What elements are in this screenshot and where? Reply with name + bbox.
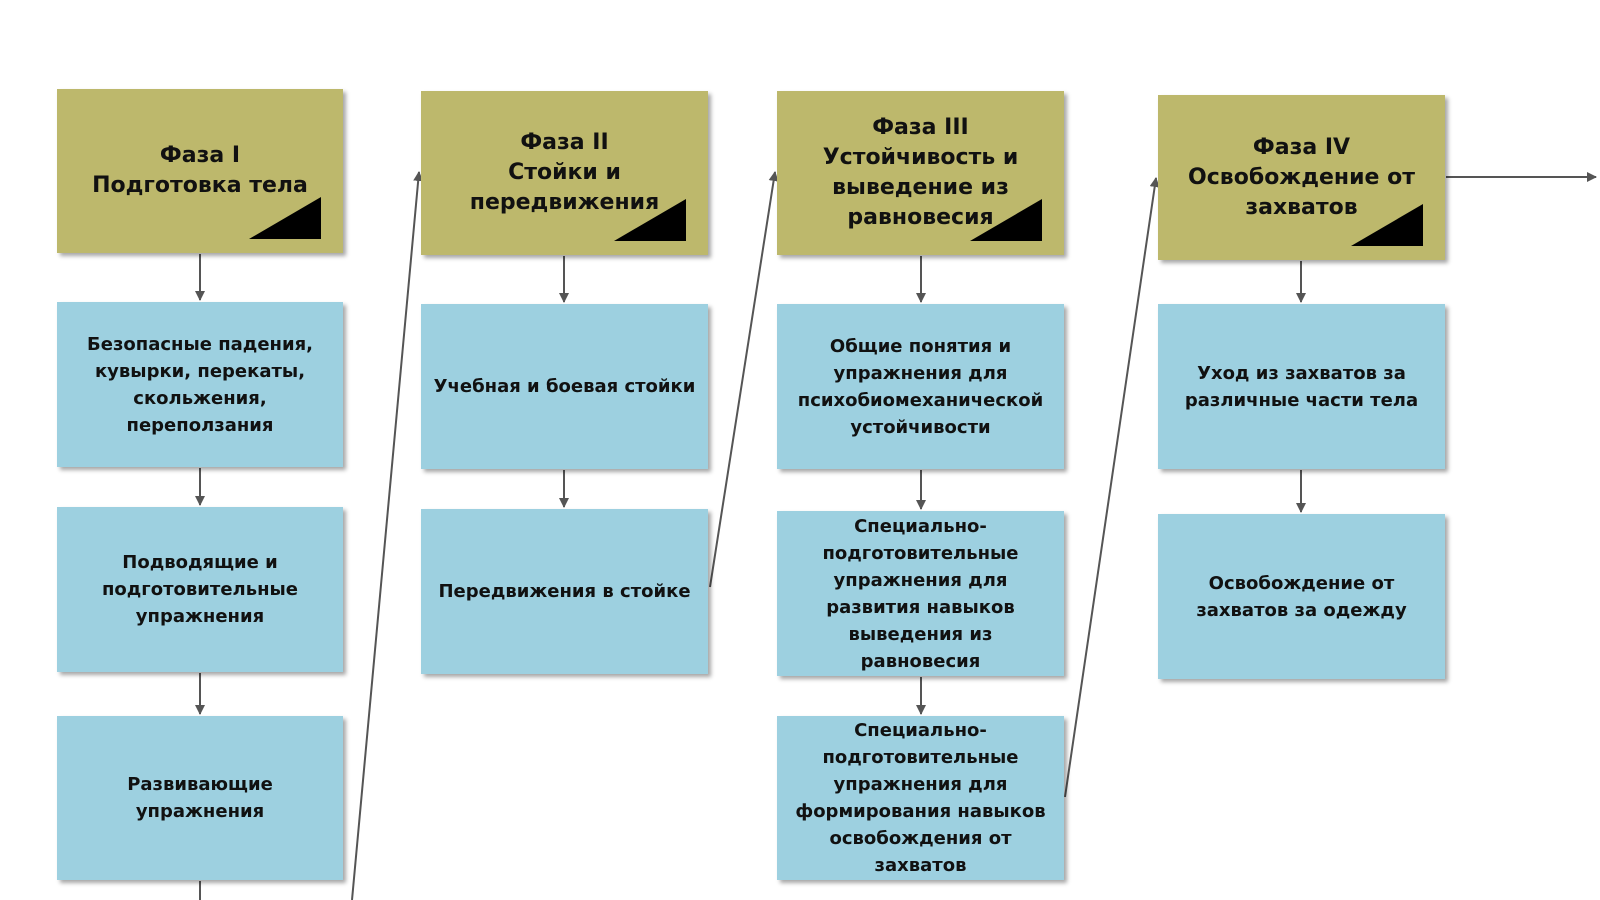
phase-1-title: Фаза I Подготовка тела (92, 143, 308, 198)
phase-3-title: Фаза III Устойчивость и выведение из рав… (822, 115, 1019, 230)
phase-3-step-1-box: Общие понятия и упражнения для психобиом… (777, 304, 1064, 469)
phase-1-step-1-box: Безопасные падения, кувырки, перекаты, с… (57, 302, 343, 467)
corner-triangle-icon (970, 199, 1042, 241)
phase-4-step-2-box: Освобождение от захватов за одежду (1158, 514, 1445, 679)
phase-1-step-3-label: Развивающие упражнения (127, 774, 273, 822)
phase-2-step-1-box: Учебная и боевая стойки (421, 304, 708, 469)
corner-triangle-icon (614, 199, 686, 241)
phase-3-step-1-label: Общие понятия и упражнения для психобиом… (797, 335, 1044, 438)
connector-arrow (351, 171, 424, 900)
phase-4-step-2-label: Освобождение от захватов за одежду (1196, 572, 1407, 621)
phase-3-step-3-box: Специально- подготовительные упражнения … (777, 716, 1064, 880)
connector-arrow (1064, 177, 1160, 798)
phase-1-step-3-box: Развивающие упражнения (57, 716, 343, 880)
phase-3-step-3-label: Специально- подготовительные упражнения … (795, 720, 1046, 876)
phase-2-box: Фаза II Стойки и передвижения (421, 91, 708, 255)
phase-1-step-1-label: Безопасные падения, кувырки, перекаты, с… (87, 333, 313, 436)
phase-3-box: Фаза III Устойчивость и выведение из рав… (777, 91, 1064, 255)
phase-2-step-2-label: Передвижения в стойке (438, 581, 691, 602)
phase-2-title: Фаза II Стойки и передвижения (469, 130, 660, 215)
corner-triangle-icon (1351, 204, 1423, 246)
phase-1-box: Фаза I Подготовка тела (57, 89, 343, 253)
phase-3-step-2-label: Специально- подготовительные упражнения … (822, 515, 1019, 672)
phase-1-step-2-label: Подводящие и подготовительные упражнения (101, 552, 299, 627)
connector-arrow (709, 171, 779, 588)
phase-2-step-2-box: Передвижения в стойке (421, 509, 708, 674)
phase-4-box: Фаза IV Освобождение от захватов (1158, 95, 1445, 260)
corner-triangle-icon (249, 197, 321, 239)
phase-4-step-1-label: Уход из захватов за различные части тела (1184, 362, 1419, 411)
phase-3-step-2-box: Специально- подготовительные упражнения … (777, 511, 1064, 676)
phase-2-step-1-label: Учебная и боевая стойки (433, 376, 696, 397)
phase-1-step-2-box: Подводящие и подготовительные упражнения (57, 507, 343, 672)
phase-4-step-1-box: Уход из захватов за различные части тела (1158, 304, 1445, 469)
phase-4-title: Фаза IV Освобождение от захватов (1188, 134, 1415, 220)
